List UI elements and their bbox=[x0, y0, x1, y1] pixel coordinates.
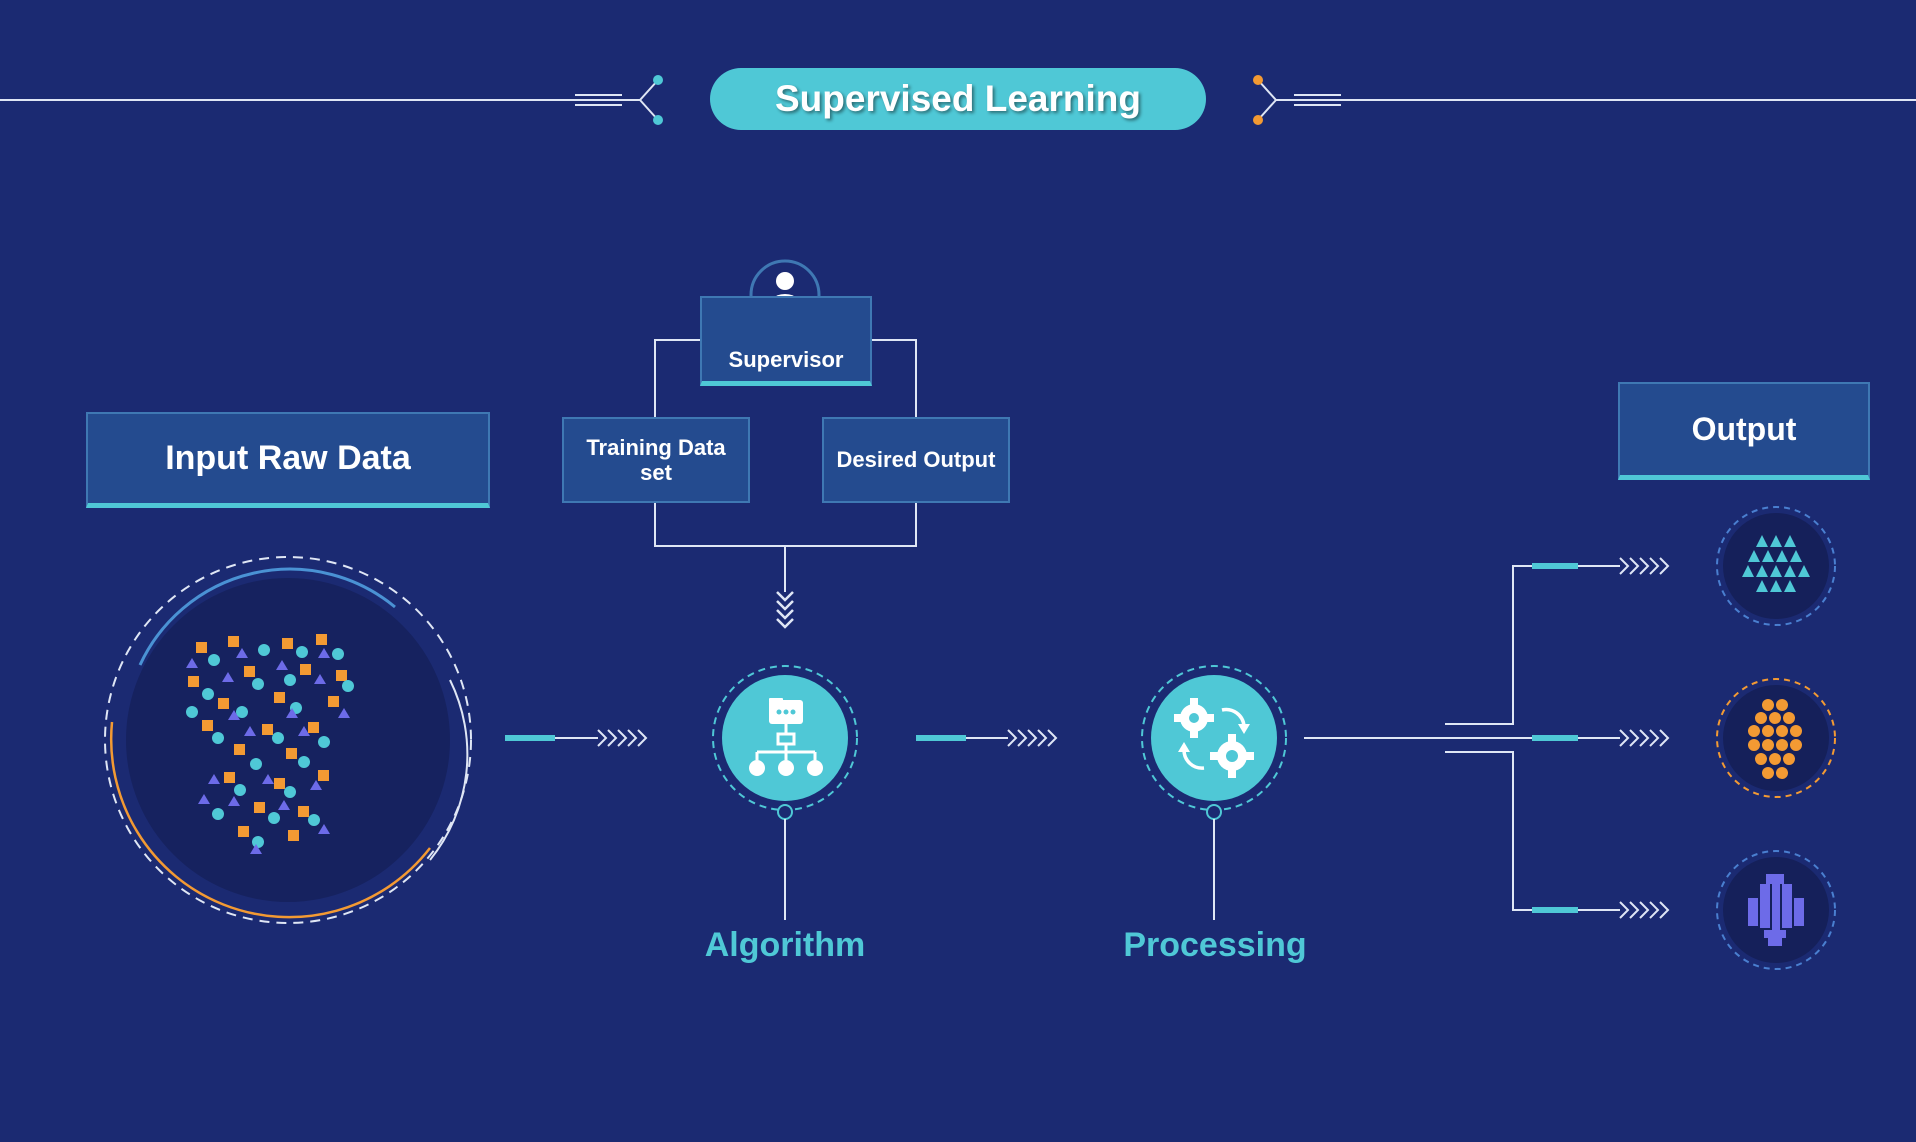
output-label: Output bbox=[1691, 411, 1797, 447]
supervisor-label: Supervisor bbox=[728, 346, 844, 372]
raw-data-cluster-icon bbox=[186, 634, 354, 854]
desired-output-box: Desired Output bbox=[822, 417, 1010, 503]
input-raw-data-label: Input Raw Data bbox=[165, 439, 411, 477]
output-arrow-bottom bbox=[1532, 901, 1670, 919]
output-box: Output bbox=[1618, 382, 1870, 480]
output-arrow-top bbox=[1532, 557, 1670, 575]
header-left-connector bbox=[0, 79, 659, 121]
output-circle-middle bbox=[1716, 678, 1836, 798]
arrow-input-to-algorithm bbox=[505, 729, 648, 747]
output-triangles-icon bbox=[1742, 535, 1810, 592]
header-right-connector bbox=[1257, 79, 1916, 121]
input-raw-data-box: Input Raw Data bbox=[86, 412, 490, 508]
output-circles-icon bbox=[1748, 699, 1802, 779]
output-arrow-middle bbox=[1532, 729, 1670, 747]
header-right-dot-bottom bbox=[1253, 115, 1263, 125]
desired-output-label: Desired Output bbox=[836, 447, 996, 473]
supervisor-box: Supervisor bbox=[700, 296, 872, 386]
header-right-dot-top bbox=[1253, 75, 1263, 85]
supervisor-bracket bbox=[654, 339, 917, 592]
training-data-set-label: Training Data set bbox=[586, 434, 726, 485]
header-left-dot-bottom bbox=[653, 115, 663, 125]
training-data-set-box: Training Data set bbox=[562, 417, 750, 503]
down-chevrons bbox=[776, 591, 794, 629]
output-bars-icon bbox=[1748, 874, 1804, 946]
processing-label: Processing bbox=[1123, 926, 1307, 964]
output-branches bbox=[1304, 565, 1532, 911]
processing-gears-icon bbox=[1174, 698, 1254, 778]
page-title: Supervised Learning bbox=[710, 68, 1206, 130]
arrow-algorithm-to-processing bbox=[916, 729, 1058, 747]
input-rings bbox=[104, 556, 472, 924]
header-left-dot-top bbox=[653, 75, 663, 85]
algorithm-label: Algorithm bbox=[704, 926, 866, 964]
processing-node bbox=[1141, 665, 1287, 920]
algorithm-flow-icon bbox=[749, 698, 823, 776]
